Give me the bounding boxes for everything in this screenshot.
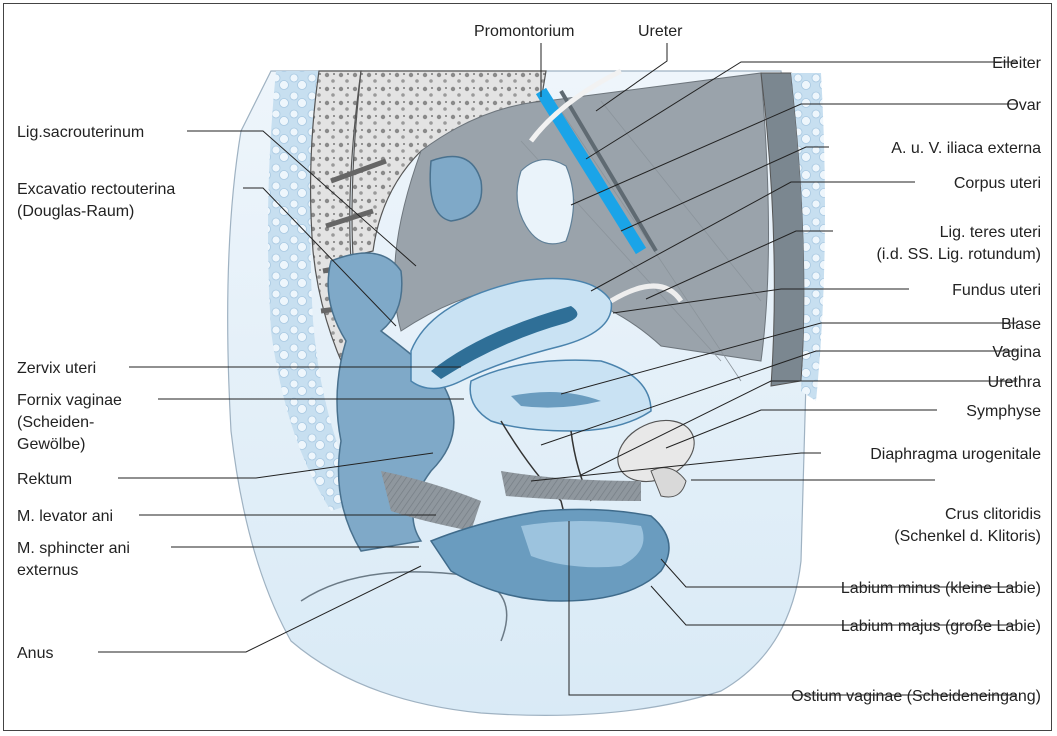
label-crus-clitoridis: Crus clitoridis — [945, 505, 1041, 524]
label-promontorium: Promontorium — [474, 22, 574, 41]
label-eileiter: Eileiter — [992, 54, 1041, 73]
label-lig-rotundum: (i.d. SS. Lig. rotundum) — [876, 245, 1041, 264]
label-diaphragma-urogenitale: Diaphragma urogenitale — [870, 445, 1041, 464]
label-labium-majus: Labium majus (große Labie) — [841, 617, 1041, 636]
label-ovar: Ovar — [1006, 96, 1041, 115]
colon-loop — [430, 157, 481, 222]
label-ureter: Ureter — [638, 22, 682, 41]
label-levator-ani: M. levator ani — [17, 507, 113, 526]
label-zervix-uteri: Zervix uteri — [17, 359, 96, 378]
label-lig-sacrouterinum: Lig.sacrouterinum — [17, 123, 144, 142]
label-fornix-scheiden: (Scheiden- — [17, 413, 94, 432]
label-symphyse: Symphyse — [966, 402, 1041, 421]
label-excavatio-rectouterina: Excavatio rectouterina — [17, 180, 175, 199]
label-rektum: Rektum — [17, 470, 72, 489]
label-blase: Blase — [1001, 315, 1041, 334]
label-iliaca-externa: A. u. V. iliaca externa — [891, 139, 1041, 158]
label-sphincter-ani: M. sphincter ani — [17, 539, 130, 558]
label-corpus-uteri: Corpus uteri — [954, 174, 1041, 193]
label-anus: Anus — [17, 644, 53, 663]
label-fornix-gewoelbe: Gewölbe) — [17, 435, 85, 454]
label-fundus-uteri: Fundus uteri — [952, 281, 1041, 300]
label-vagina: Vagina — [992, 343, 1041, 362]
label-urethra: Urethra — [988, 373, 1041, 392]
label-douglas-raum: (Douglas-Raum) — [17, 202, 134, 221]
label-lig-teres-uteri: Lig. teres uteri — [940, 223, 1041, 242]
label-sphincter-externus: externus — [17, 561, 78, 580]
label-fornix-vaginae: Fornix vaginae — [17, 391, 122, 410]
label-ostium-vaginae: Ostium vaginae (Scheideneingang) — [791, 687, 1041, 706]
figure-frame: Promontorium Ureter Lig.sacrouterinum Ex… — [3, 3, 1052, 731]
label-schenkel-klitoris: (Schenkel d. Klitoris) — [894, 527, 1041, 546]
label-labium-minus: Labium minus (kleine Labie) — [841, 579, 1041, 598]
